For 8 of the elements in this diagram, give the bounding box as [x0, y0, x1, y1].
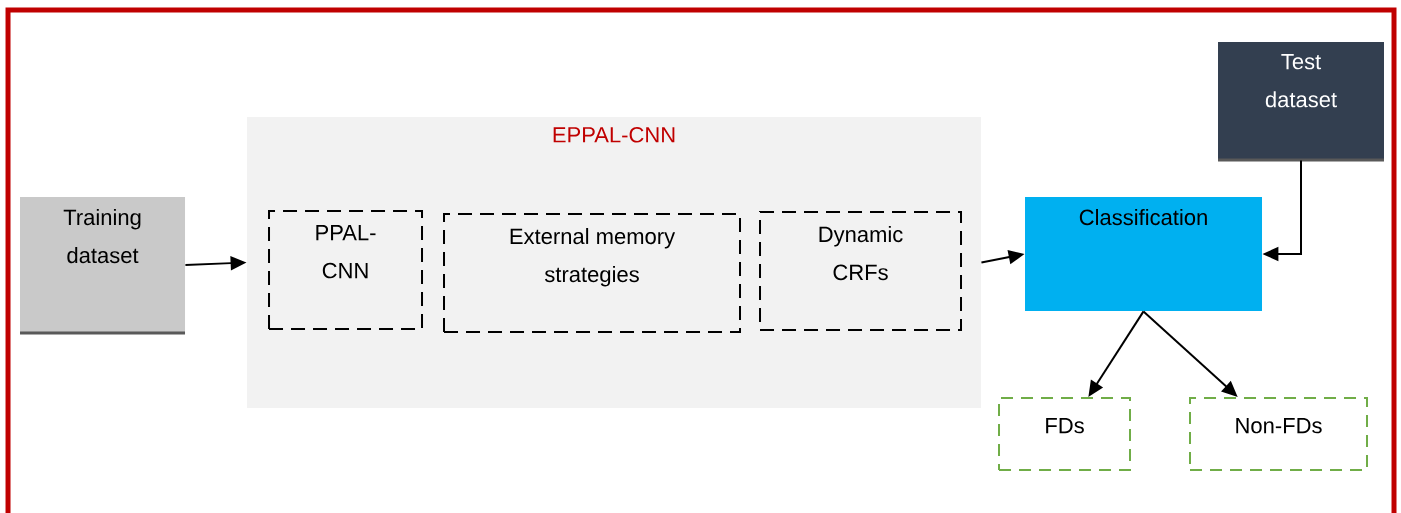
output-box: FDs	[998, 397, 1131, 471]
process-box: Dynamic CRFs	[759, 211, 962, 331]
process-box: Training dataset	[20, 197, 185, 335]
process-box: Classification	[1025, 197, 1262, 311]
input-box: Test dataset	[1218, 42, 1384, 162]
process-box: PPAL-CNN	[268, 210, 423, 330]
output-box: Non-FDs	[1189, 397, 1368, 471]
process-box: External memory strategies	[443, 213, 741, 333]
